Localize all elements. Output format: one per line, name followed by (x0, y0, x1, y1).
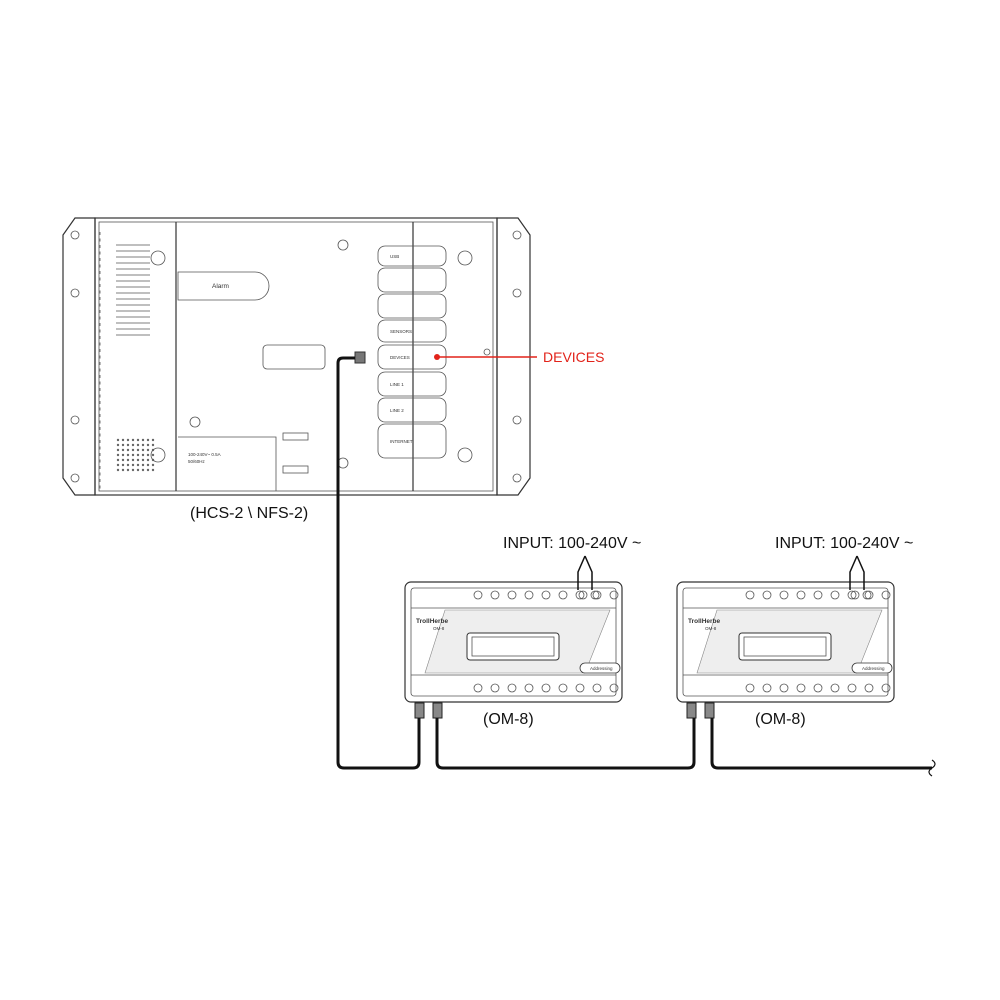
module-2-input-label: INPUT: 100-240V ~ (775, 535, 913, 552)
terminal-screw (507, 590, 517, 600)
terminal-screw (881, 683, 891, 693)
power-wires (577, 555, 865, 590)
terminal-screw (558, 683, 568, 693)
module-1-input-label: INPUT: 100-240V ~ (503, 535, 641, 552)
terminal-screw (575, 683, 585, 693)
terminal-screw (541, 590, 551, 600)
terminal-screw (847, 590, 857, 600)
terminal-screw (592, 590, 602, 600)
addressing-label: Addressing (590, 666, 613, 671)
module-body (404, 581, 623, 703)
bus-cable (336, 356, 936, 777)
bus-connector (432, 702, 443, 719)
port-slot (377, 293, 447, 319)
terminal-screw (473, 683, 483, 693)
module-1-caption: (OM-8) (483, 711, 534, 728)
port-slot (377, 423, 447, 459)
addressing-button (579, 662, 621, 674)
mount-holes (70, 230, 522, 483)
terminal-screw (524, 590, 534, 600)
devices-callout-label: DEVICES (543, 349, 604, 365)
module-body (676, 581, 895, 703)
module-2-caption: (OM-8) (755, 711, 806, 728)
terminal-screw (609, 683, 619, 693)
terminal-screw (813, 683, 823, 693)
terminal-screw (762, 683, 772, 693)
controller-caption: (HCS-2 \ NFS-2) (190, 505, 308, 522)
terminal-screw (745, 590, 755, 600)
terminal-screw (592, 683, 602, 693)
terminal-screw (762, 590, 772, 600)
terminal-screw (578, 590, 588, 600)
terminal-screw (830, 683, 840, 693)
terminal-screw (847, 683, 857, 693)
terminal-screw (590, 590, 600, 600)
power-frequency: 50/60Hz (188, 459, 206, 464)
model-label: OM-8 (433, 626, 445, 631)
bus-connector (686, 702, 697, 719)
alarm-label: Alarm (212, 283, 229, 290)
port-stack: USB SENSORS DEVICES LINE 1 LINE 2 INTERNET (377, 245, 447, 459)
terminal-screw (796, 683, 806, 693)
port-label: SENSORS (390, 329, 412, 334)
terminal-screw (473, 590, 483, 600)
terminal-screw (779, 683, 789, 693)
terminal-screw (575, 590, 585, 600)
terminal-screw (862, 590, 872, 600)
terminal-screw (779, 590, 789, 600)
port-label: DEVICES (390, 355, 410, 360)
model-label: OM-8 (705, 626, 717, 631)
addressing-label: Addressing (862, 666, 885, 671)
terminal-screw (813, 590, 823, 600)
port-slot (377, 245, 447, 267)
terminal-screw (830, 590, 840, 600)
port-label: USB (390, 254, 399, 259)
callout-dot (434, 354, 440, 360)
terminal-screw (490, 683, 500, 693)
terminal-screw (558, 590, 568, 600)
port-label: LINE 2 (390, 408, 404, 413)
terminal-screw (864, 683, 874, 693)
power-rating: 100-240V~ 0.5A (188, 452, 221, 457)
terminal-screw (850, 590, 860, 600)
devices-connector (354, 351, 366, 364)
terminal-screw (864, 590, 874, 600)
terminal-screw (796, 590, 806, 600)
terminal-screw (609, 590, 619, 600)
port-label: LINE 1 (390, 382, 404, 387)
terminal-screw (524, 683, 534, 693)
terminal-screw (507, 683, 517, 693)
bus-connector (414, 702, 425, 719)
port-slot (377, 267, 447, 293)
bus-connector (704, 702, 715, 719)
port-slot (377, 319, 447, 343)
terminal-screw (745, 683, 755, 693)
port-slot (377, 397, 447, 423)
terminal-screw (490, 590, 500, 600)
vent-grille (99, 232, 155, 489)
brand-logo: TrollHerbe (688, 618, 721, 625)
terminal-screw (881, 590, 891, 600)
display-window (466, 632, 560, 661)
brand-logo: TrollHerbe (416, 618, 449, 625)
port-label: INTERNET (390, 439, 413, 444)
addressing-button (851, 662, 893, 674)
terminal-screw (541, 683, 551, 693)
port-slot (377, 371, 447, 397)
display-window (738, 632, 832, 661)
